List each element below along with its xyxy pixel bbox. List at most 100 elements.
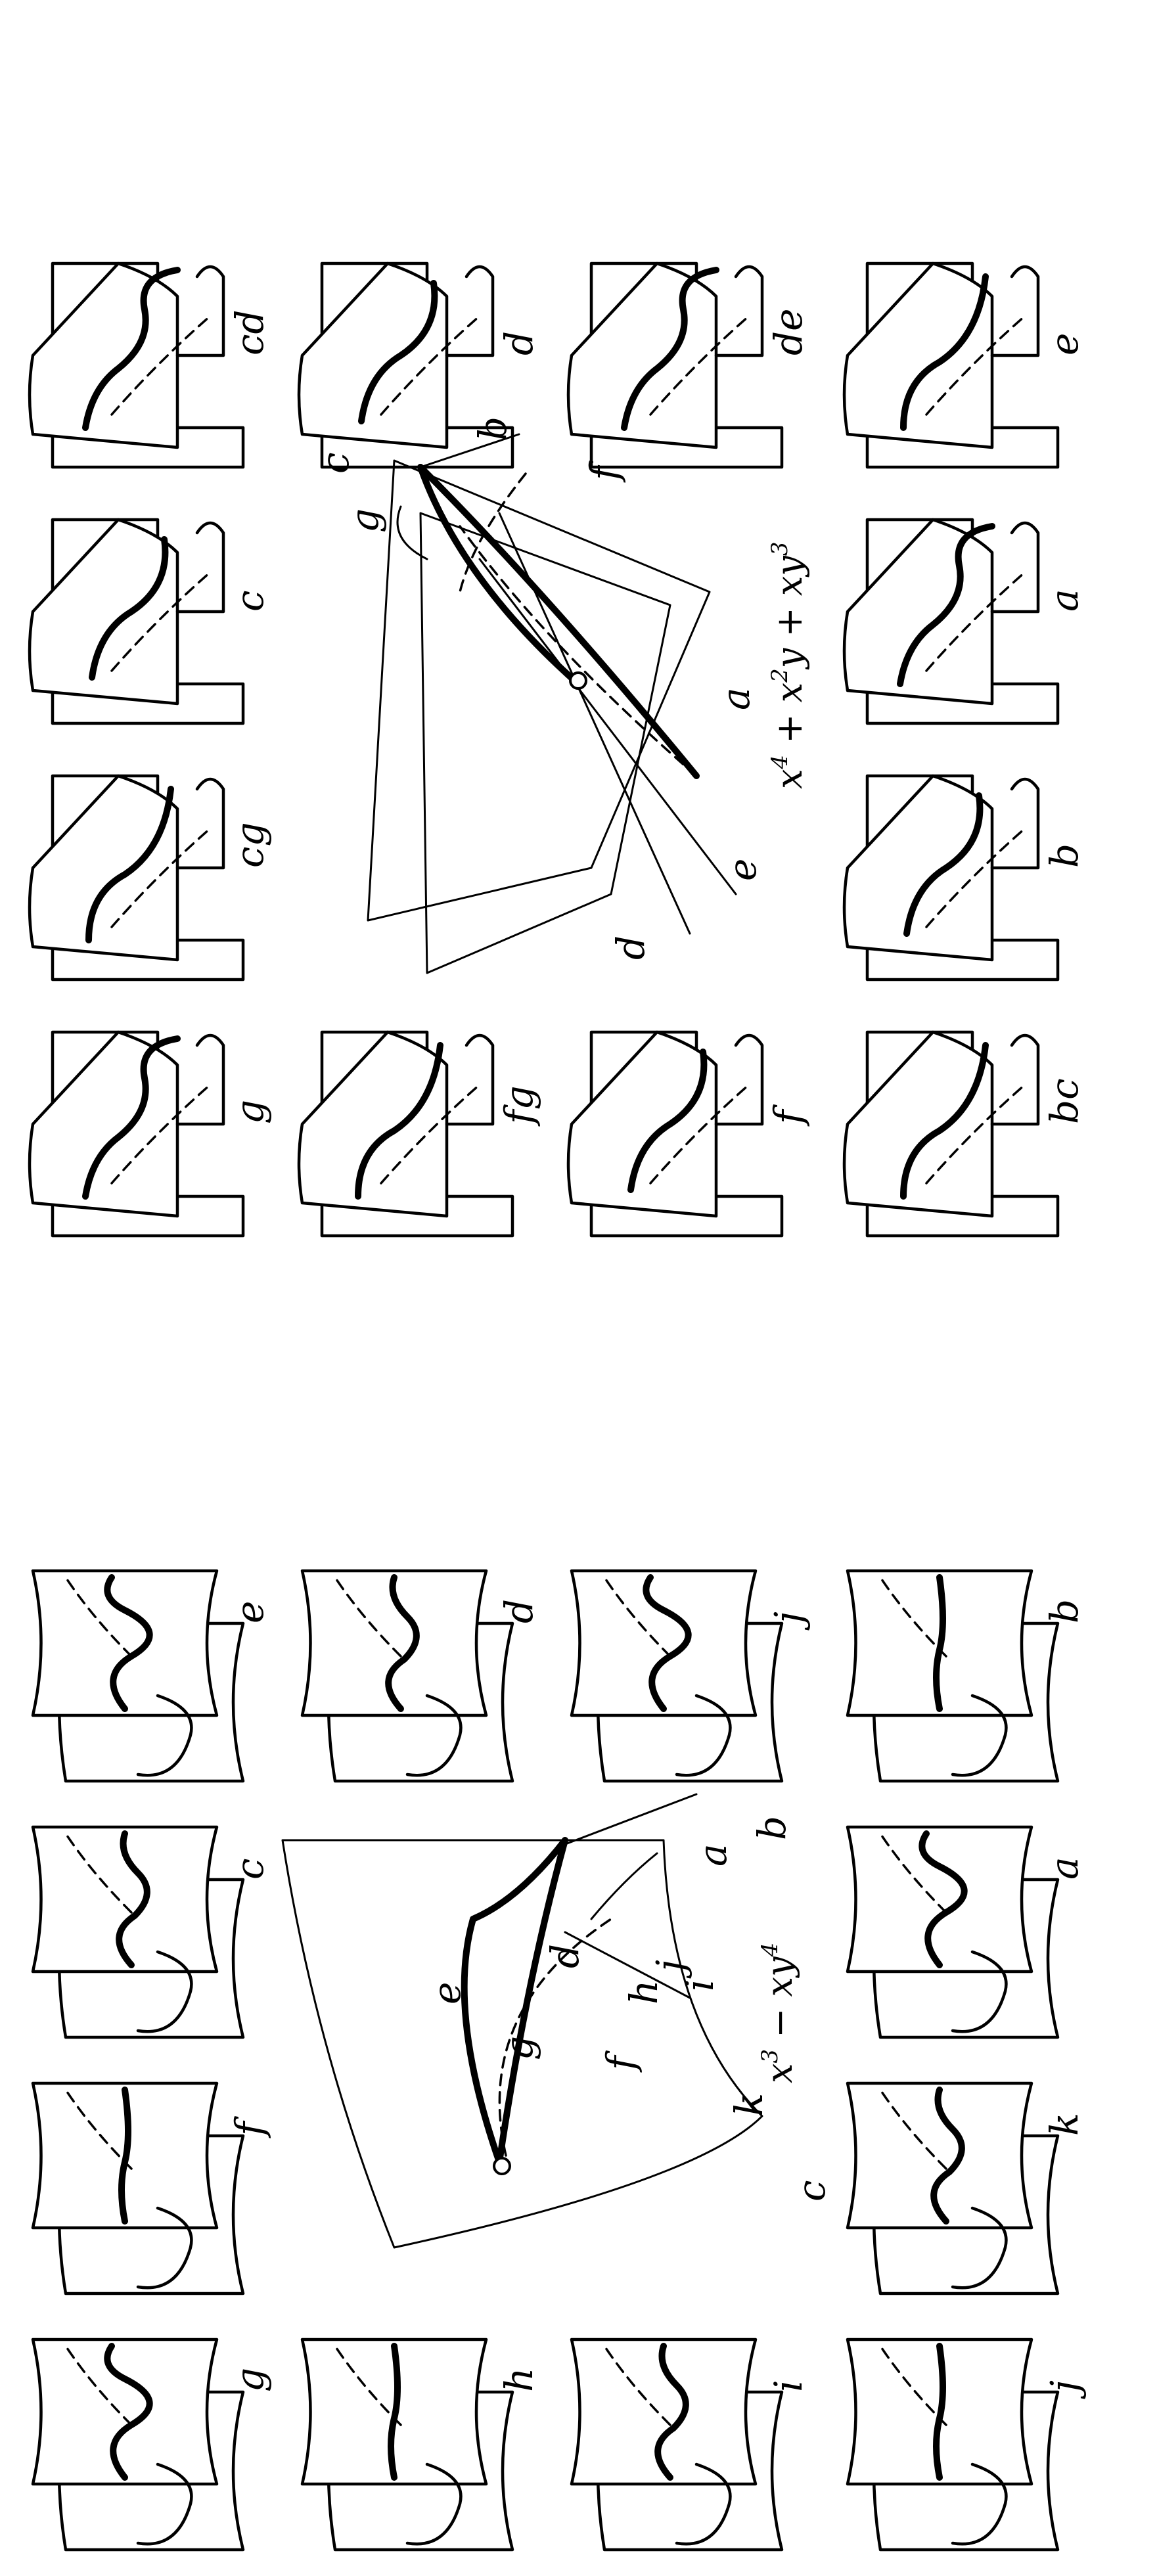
panel-label: f bbox=[766, 1104, 811, 1127]
surface-back-sheet bbox=[420, 513, 670, 973]
right-panel: cd bbox=[30, 263, 272, 467]
tab-sheet bbox=[992, 523, 1038, 612]
panel-label: i bbox=[766, 2380, 811, 2392]
panel-label: f bbox=[227, 2115, 272, 2138]
formula-left: x3 − xy4 bbox=[757, 1943, 800, 2083]
panel-label: d bbox=[497, 1599, 541, 1623]
line-a bbox=[558, 1794, 696, 1847]
panel-label: e bbox=[1042, 333, 1087, 355]
left-center-diagram: a b c d e f g h i j k x3 − xy4 bbox=[283, 1794, 834, 2248]
right-panel: b bbox=[844, 776, 1087, 980]
left-panel: e bbox=[33, 1571, 272, 1781]
center-label-b: b bbox=[750, 1816, 794, 1840]
panel-label: fg bbox=[497, 1085, 541, 1127]
figure-x3-minus-xy4: ecfgdhjibakj a b c d e f g h bbox=[0, 1288, 1157, 2576]
panel-label: bc bbox=[1042, 1078, 1087, 1124]
center-label-k: k bbox=[727, 2093, 771, 2116]
transversal-line-e bbox=[480, 559, 736, 894]
tab-sheet bbox=[177, 779, 223, 868]
left-panel: a bbox=[848, 1827, 1087, 2037]
center-label-g: g bbox=[497, 2036, 541, 2060]
panel-label: k bbox=[1042, 2113, 1087, 2136]
panel-label: de bbox=[766, 309, 811, 355]
front-sheet bbox=[33, 2339, 217, 2484]
panel-label: g bbox=[227, 2368, 272, 2392]
left-panel: g bbox=[33, 2339, 272, 2550]
fold-line-main bbox=[420, 467, 696, 776]
panel-label: b bbox=[1042, 844, 1087, 868]
left-panel: d bbox=[302, 1571, 541, 1781]
panel-label: a bbox=[1042, 589, 1087, 612]
panel-label: g bbox=[227, 1100, 272, 1124]
center-label-i: i bbox=[677, 1979, 722, 1991]
right-panel: e bbox=[844, 263, 1087, 467]
front-sheet bbox=[33, 1571, 217, 1715]
right-center-diagram: g b f c d e a x4 + x2y + xy3 bbox=[313, 417, 810, 973]
center-label-e: e bbox=[720, 859, 765, 881]
center-label-c: c bbox=[313, 453, 357, 474]
tab-sheet bbox=[177, 523, 223, 612]
left-panel: j bbox=[848, 2339, 1087, 2550]
left-panel: i bbox=[572, 2339, 811, 2550]
panel-label: h bbox=[497, 2368, 541, 2392]
left-panel: b bbox=[848, 1571, 1087, 1781]
right-panel: fg bbox=[299, 1032, 541, 1236]
tab-sheet bbox=[447, 1035, 493, 1124]
center-label-d: d bbox=[608, 936, 653, 960]
front-sheet bbox=[572, 1571, 756, 1715]
left-panel: c bbox=[33, 1827, 272, 2037]
front-sheet bbox=[848, 1827, 1032, 1972]
formula-right: x4 + x2y + xy3 bbox=[767, 542, 810, 789]
left-panel: f bbox=[33, 2083, 272, 2294]
right-panel: a bbox=[844, 520, 1087, 723]
surface-front-sheet bbox=[368, 461, 710, 920]
center-label-h: h bbox=[622, 1980, 666, 2004]
right-panel: g bbox=[30, 1032, 272, 1236]
panel-label: c bbox=[227, 1859, 272, 1880]
cusp-curve-upper bbox=[420, 467, 578, 684]
right-panel: bc bbox=[844, 1032, 1087, 1236]
center-label-c: c bbox=[789, 2181, 834, 2202]
tab-sheet bbox=[447, 267, 493, 355]
tab-sheet bbox=[177, 267, 223, 355]
panel-label: cd bbox=[227, 309, 272, 355]
center-label-a: a bbox=[691, 1843, 735, 1866]
center-label-g: g bbox=[342, 508, 387, 533]
panel-label: b bbox=[1042, 1599, 1087, 1623]
cusp-fold-curve bbox=[465, 1840, 565, 2162]
tab-sheet bbox=[716, 1035, 762, 1124]
line-k bbox=[591, 1853, 657, 1919]
left-panel: k bbox=[848, 2083, 1087, 2294]
center-label-e: e bbox=[424, 1982, 469, 2004]
right-panel: de bbox=[568, 263, 811, 467]
panel-label: e bbox=[227, 1601, 272, 1623]
right-panel: c bbox=[30, 520, 272, 723]
center-label-a: a bbox=[714, 687, 758, 710]
organizing-point-marker bbox=[570, 673, 586, 689]
tab-sheet bbox=[992, 779, 1038, 868]
right-panel: f bbox=[568, 1032, 811, 1236]
panel-label: a bbox=[1042, 1857, 1087, 1880]
center-label-d: d bbox=[543, 1944, 587, 1968]
center-label-b: b bbox=[470, 417, 515, 441]
center-label-f: f bbox=[599, 2050, 643, 2073]
panel-label: d bbox=[497, 331, 541, 355]
tab-sheet bbox=[177, 1035, 223, 1124]
panel-label: c bbox=[227, 591, 272, 612]
left-panel: h bbox=[302, 2339, 541, 2550]
tab-sheet bbox=[992, 267, 1038, 355]
tab-sheet bbox=[716, 267, 762, 355]
panel-label: cg bbox=[227, 822, 272, 868]
left-panel: j bbox=[572, 1571, 811, 1781]
organizing-point-marker bbox=[494, 2158, 510, 2174]
tab-sheet bbox=[992, 1035, 1038, 1124]
center-label-j: j bbox=[648, 1960, 692, 1979]
right-panel: cg bbox=[30, 776, 272, 980]
